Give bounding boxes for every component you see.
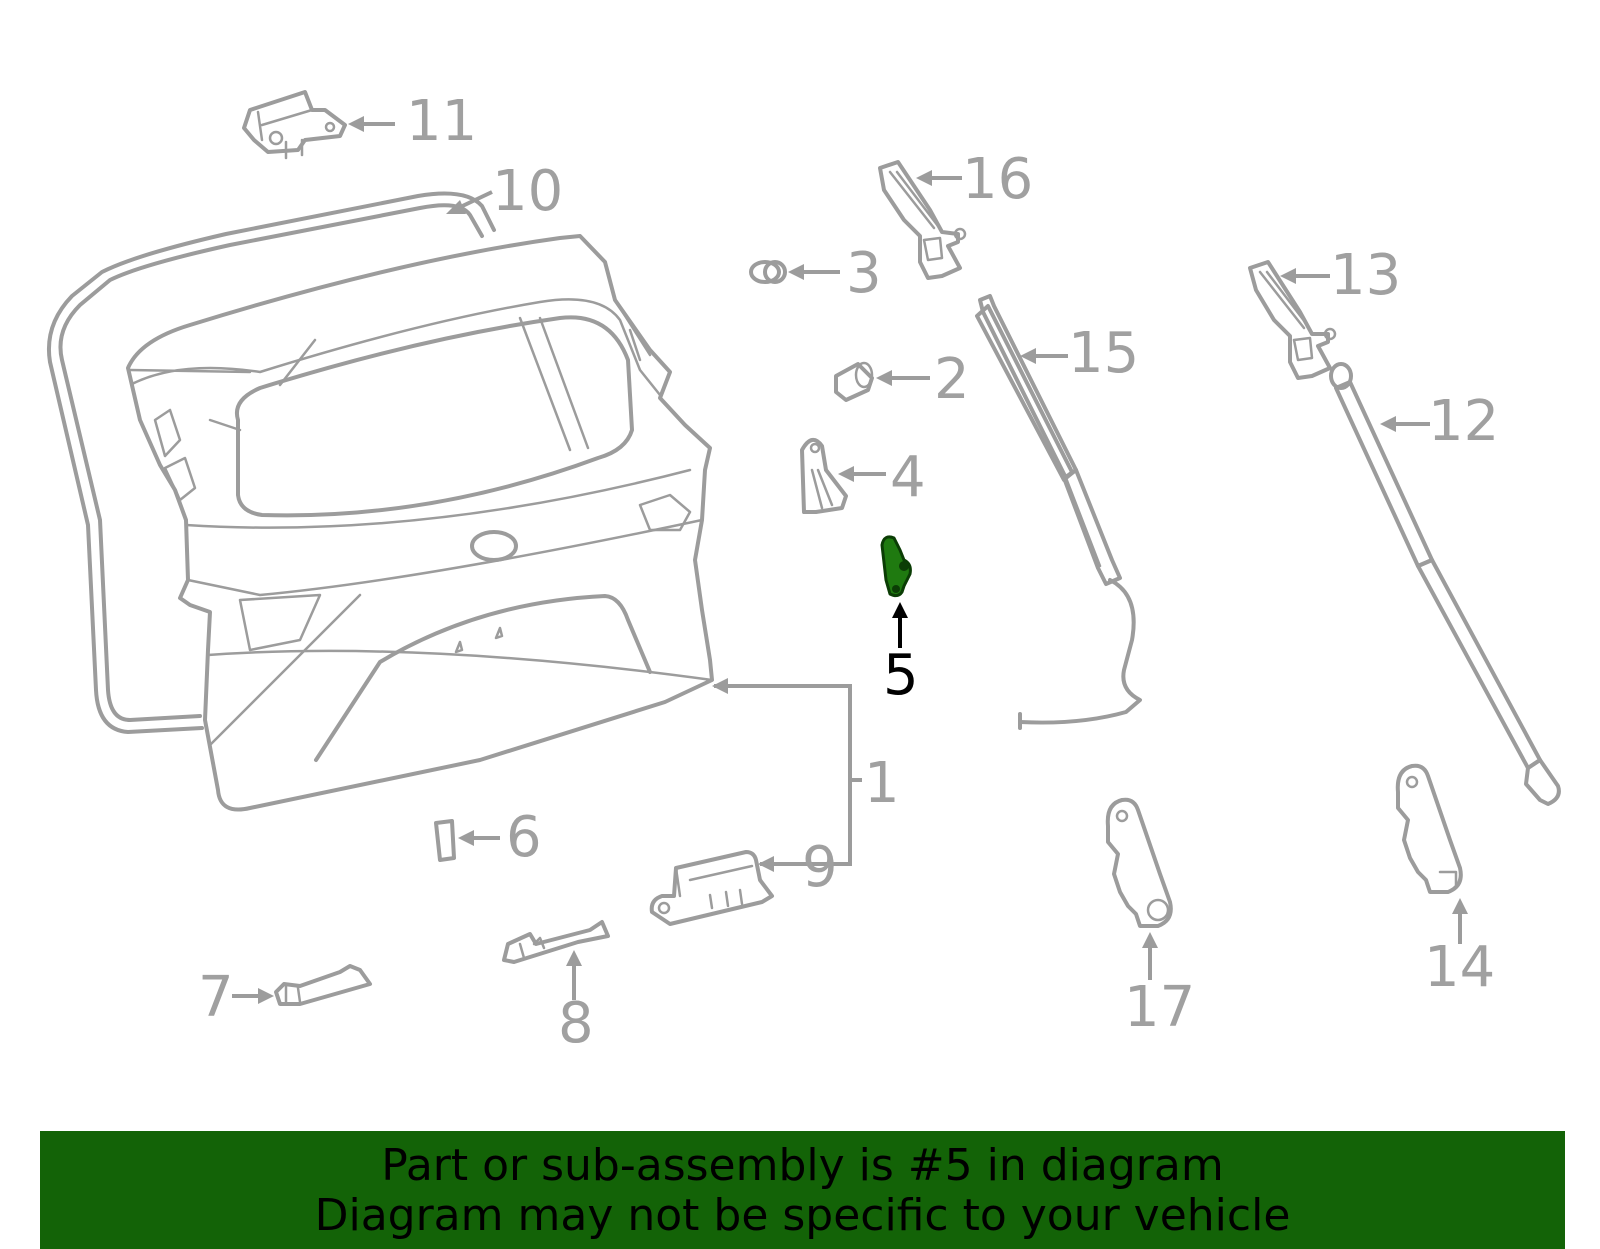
- callout-8[interactable]: 8: [558, 991, 594, 1056]
- leader-lines: [232, 116, 1468, 1004]
- callout-10[interactable]: 10: [492, 159, 563, 224]
- part-7-lamp[interactable]: [274, 964, 372, 1006]
- callout-2[interactable]: 2: [934, 347, 970, 412]
- callout-7[interactable]: 7: [198, 965, 234, 1030]
- part-3-bumper[interactable]: [749, 260, 787, 284]
- callout-5-highlighted[interactable]: 5: [883, 643, 919, 708]
- banner-line-disclaimer: Diagram may not be specific to your vehi…: [314, 1190, 1291, 1241]
- callout-3[interactable]: 3: [846, 241, 882, 306]
- callout-12[interactable]: 12: [1428, 389, 1499, 454]
- callout-13[interactable]: 13: [1330, 243, 1401, 308]
- part-15-power-strut[interactable]: [975, 294, 1142, 730]
- part-14-bracket[interactable]: [1395, 763, 1463, 894]
- part-1-liftgate[interactable]: [126, 234, 714, 812]
- callout-11[interactable]: 11: [406, 89, 477, 154]
- callout-4[interactable]: 4: [890, 445, 926, 510]
- part-5-latch-highlighted[interactable]: [880, 535, 912, 598]
- callout-1[interactable]: 1: [864, 751, 900, 816]
- callout-9[interactable]: 9: [802, 835, 838, 900]
- part-9-module[interactable]: [649, 850, 774, 926]
- callout-14[interactable]: 14: [1424, 935, 1495, 1000]
- part-13-strut-bracket[interactable]: [1248, 260, 1337, 380]
- callout-6[interactable]: 6: [506, 805, 542, 870]
- part-4-bracket[interactable]: [800, 438, 848, 514]
- part-6-cover[interactable]: [434, 819, 456, 862]
- callout-17[interactable]: 17: [1124, 975, 1195, 1040]
- callout-labels: 1 2 3 4 5 6 7 8 9 10 11 12 13 14 15 16 1…: [198, 89, 1499, 1056]
- part-11-hinge[interactable]: [242, 90, 347, 160]
- callout-15[interactable]: 15: [1068, 321, 1139, 386]
- part-8-handle[interactable]: [502, 920, 610, 964]
- parts-diagram: 1 2 3 4 5 6 7 8 9 10 11 12 13 14 15 16 1…: [47, 89, 1561, 1056]
- info-banner: Part or sub-assembly is #5 in diagram Di…: [40, 1131, 1565, 1249]
- part-2-stopper[interactable]: [834, 361, 874, 402]
- part-16-strut-bracket[interactable]: [878, 160, 967, 280]
- part-10-weatherstrip[interactable]: [47, 191, 496, 734]
- part-17-bracket[interactable]: [1105, 797, 1173, 928]
- callout-16[interactable]: 16: [962, 147, 1033, 212]
- banner-line-part: Part or sub-assembly is #5 in diagram: [381, 1140, 1224, 1191]
- part-12-gas-strut[interactable]: [1329, 362, 1561, 806]
